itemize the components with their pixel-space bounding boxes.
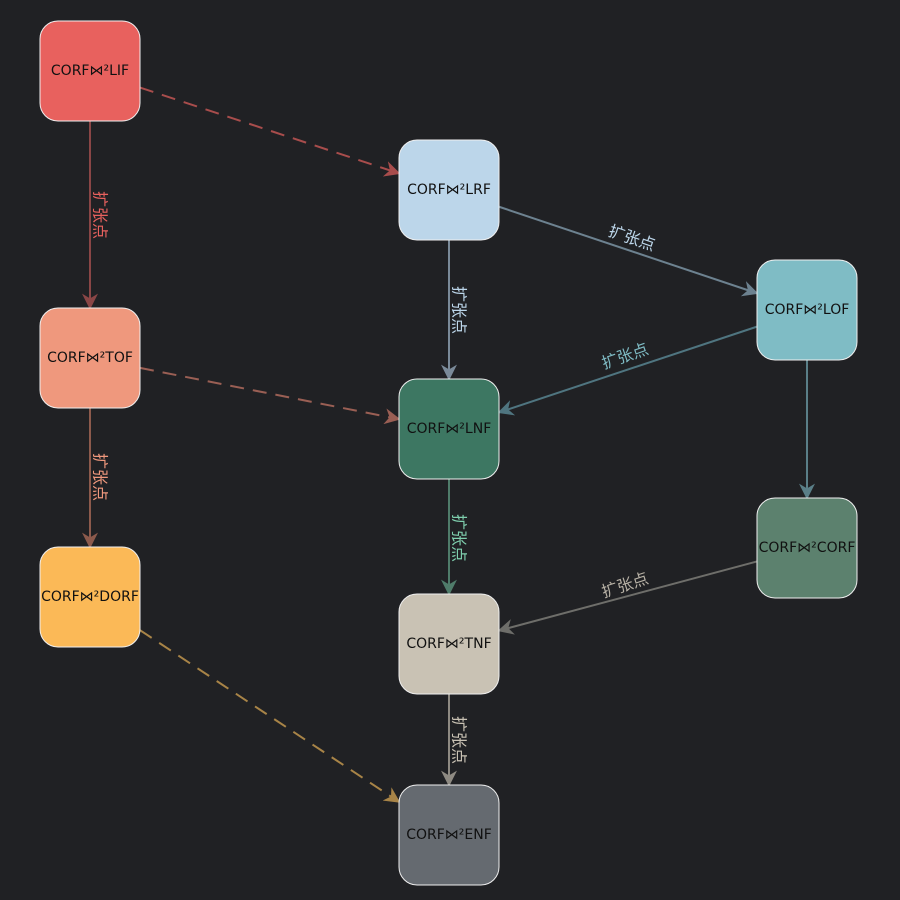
edge-corf-tnf bbox=[497, 560, 758, 635]
edge-label-lrf-lof: 扩张点 bbox=[606, 221, 658, 255]
node-box-tnf[interactable] bbox=[398, 593, 500, 695]
edge-lif-lrf bbox=[139, 86, 401, 177]
node-box-lrf[interactable] bbox=[398, 139, 500, 241]
node-lif[interactable]: CORF⋈²LIF bbox=[39, 20, 141, 122]
node-box-lnf[interactable] bbox=[398, 378, 500, 480]
edge-lrf-lof bbox=[498, 205, 759, 297]
node-box-tof[interactable] bbox=[39, 307, 141, 409]
node-label-enf: CORF⋈²ENF bbox=[406, 827, 492, 843]
node-box-lif[interactable] bbox=[39, 20, 141, 122]
node-box-dorf[interactable] bbox=[39, 546, 141, 648]
edge-tof-lnf bbox=[139, 366, 401, 425]
node-tof[interactable]: CORF⋈²TOF bbox=[39, 307, 141, 409]
node-tnf[interactable]: CORF⋈²TNF bbox=[398, 593, 500, 695]
node-label-tnf: CORF⋈²TNF bbox=[406, 636, 491, 652]
node-enf[interactable]: CORF⋈²ENF bbox=[398, 784, 500, 886]
edge-label-tof-dorf: 扩张点 bbox=[91, 453, 110, 501]
edge-dorf-enf bbox=[139, 629, 401, 803]
node-lnf[interactable]: CORF⋈²LNF bbox=[398, 378, 500, 480]
node-label-lof: CORF⋈²LOF bbox=[765, 302, 850, 318]
node-box-enf[interactable] bbox=[398, 784, 500, 886]
edge-label-lof-lnf: 扩张点 bbox=[599, 339, 651, 373]
node-corf[interactable]: CORF⋈²CORF bbox=[756, 497, 858, 599]
node-box-lof[interactable] bbox=[756, 259, 858, 361]
edge-lof-lnf bbox=[497, 325, 758, 416]
edge-label-tnf-enf: 扩张点 bbox=[450, 716, 469, 764]
node-label-corf: CORF⋈²CORF bbox=[759, 540, 856, 556]
node-lof[interactable]: CORF⋈²LOF bbox=[756, 259, 858, 361]
node-label-lif: CORF⋈²LIF bbox=[51, 63, 129, 79]
node-label-lrf: CORF⋈²LRF bbox=[407, 182, 491, 198]
edge-label-lrf-lnf: 扩张点 bbox=[450, 286, 469, 334]
nodes-layer: CORF⋈²LIF CORF⋈²LRF CORF⋈²LOF CORF⋈²TOF CORF… bbox=[39, 20, 858, 886]
node-label-dorf: CORF⋈²DORF bbox=[41, 589, 139, 605]
node-lrf[interactable]: CORF⋈²LRF bbox=[398, 139, 500, 241]
node-label-lnf: CORF⋈²LNF bbox=[407, 421, 492, 437]
node-box-corf[interactable] bbox=[756, 497, 858, 599]
node-label-tof: CORF⋈²TOF bbox=[47, 350, 133, 366]
node-dorf[interactable]: CORF⋈²DORF bbox=[39, 546, 141, 648]
edge-label-lif-tof: 扩张点 bbox=[91, 191, 110, 239]
edge-label-lnf-tnf: 扩张点 bbox=[450, 514, 469, 562]
